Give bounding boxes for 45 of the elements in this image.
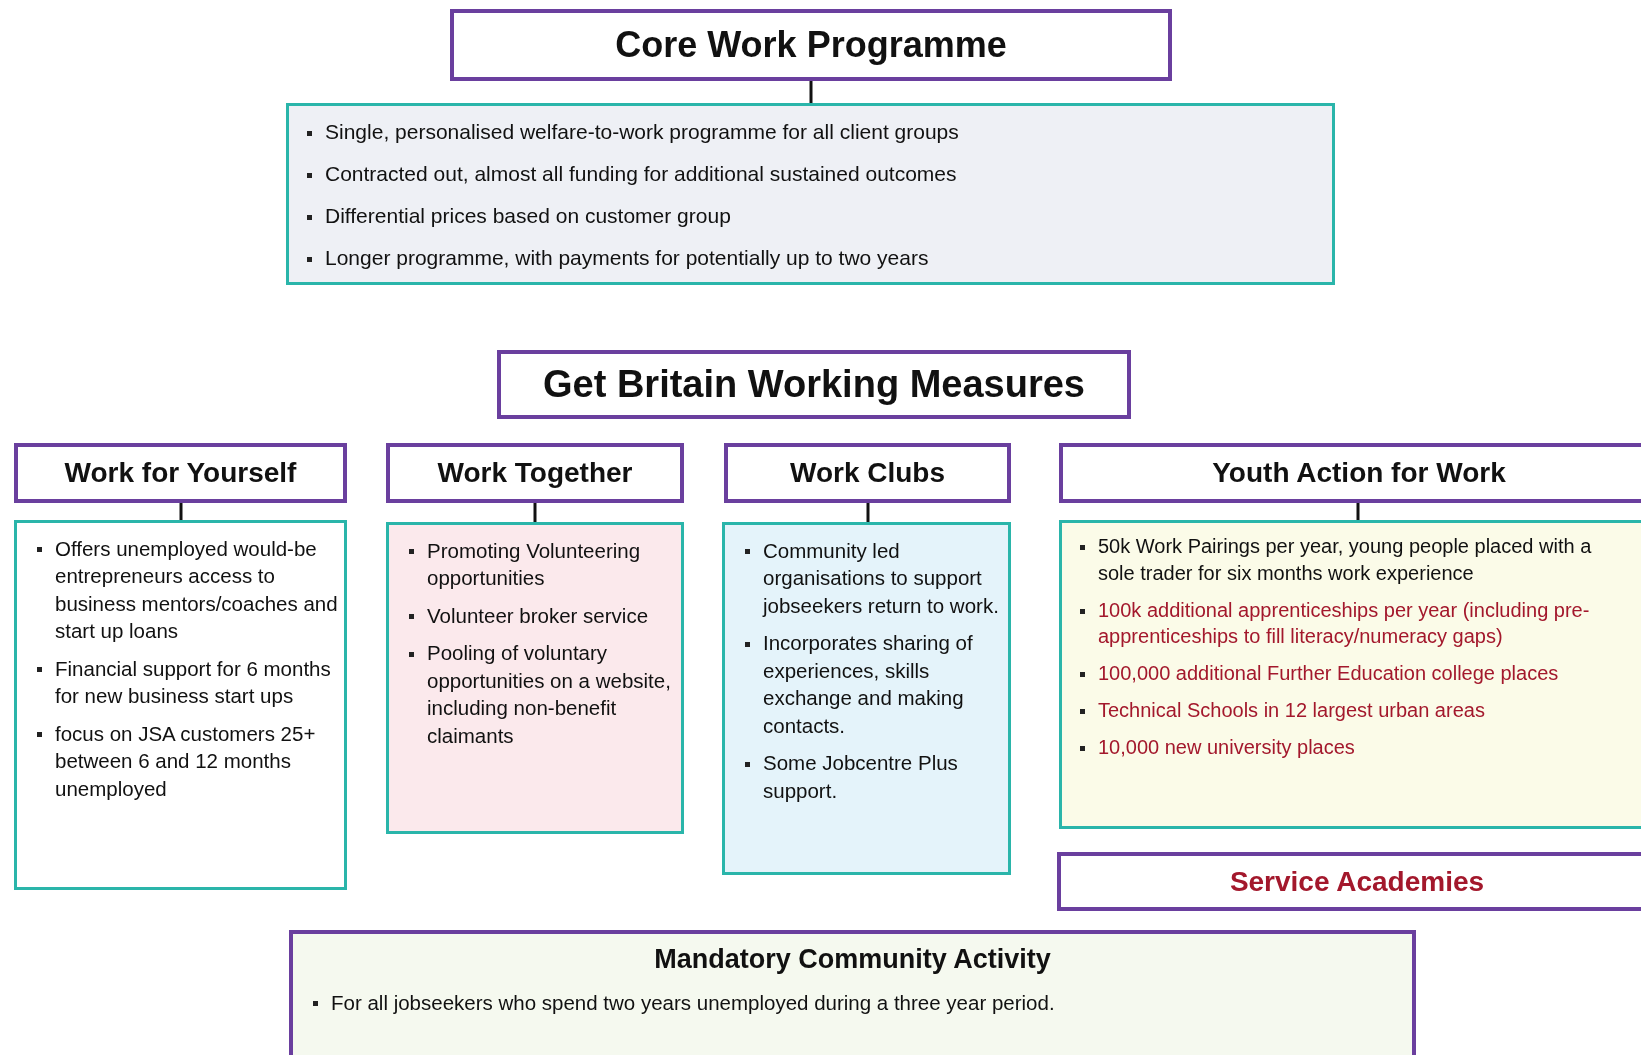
bullet-text: 100k additional apprenticeships per year (including pre-apprenticeships to fill literacy/numeracy gaps) [1076, 596, 1632, 651]
bullet-text: Volunteer broker service [405, 601, 675, 630]
bullet-text: 100,000 additional Further Education college places [1076, 660, 1632, 687]
bullet-text: Contracted out, almost all funding for additional sustained outcomes [303, 160, 1312, 189]
header-box [724, 443, 1011, 503]
header-box [14, 443, 347, 503]
bullet-text: For all jobseekers who spend two years unemployed during a three year period. [309, 989, 1396, 1017]
connector-line [179, 503, 183, 520]
bullet-panel [286, 103, 1335, 285]
bullet-text: Pooling of voluntary opportunities on a website, including non-benefit claimants [405, 639, 675, 750]
header-box [1057, 852, 1641, 911]
bullet-text: Differential prices based on customer group [303, 202, 1312, 231]
heading-text: Work Together [437, 457, 633, 489]
bullet-text: Offers unemployed would-be entrepreneurs access to business mentors/coaches and start up loans [33, 535, 338, 645]
bullet-text: Some Jobcentre Plus support. [741, 749, 1004, 805]
bullet-text: Financial support for 6 months for new business start ups [33, 654, 338, 710]
bullet-text: Community led organisations to support jobseekers return to work. [741, 537, 1004, 620]
bullet-text: Incorporates sharing of experiences, skills exchange and making contacts. [741, 629, 1004, 740]
bullet-text: 10,000 new university places [1076, 733, 1632, 761]
connector-line [866, 503, 870, 522]
heading-text: Work for Yourself [64, 457, 297, 489]
title-box [450, 9, 1172, 81]
heading-text: Service Academies [1228, 865, 1486, 898]
heading-text: Youth Action for Work [1212, 457, 1506, 489]
heading-text: Get Britain Working Measures [543, 363, 1085, 406]
bullet-panel [1059, 520, 1641, 829]
bullet-text: Promoting Volunteering opportunities [405, 537, 675, 592]
title-box [497, 350, 1131, 419]
bullet-panel [14, 520, 347, 890]
bullet-text: Technical Schools in 12 largest urban areas [1076, 697, 1632, 724]
bullet-text: 50k Work Pairings per year, young people placed with a sole trader for six months work experience [1076, 533, 1632, 587]
heading-text: Work Clubs [789, 457, 946, 489]
connector-line [809, 81, 813, 103]
bullet-text: Single, personalised welfare-to-work programme for all client groups [303, 118, 1312, 147]
bullet-text: focus on JSA customers 25+ between 6 and 12 months unemployed [33, 719, 338, 803]
connector-line [1356, 503, 1360, 520]
activity-panel [289, 930, 1416, 1055]
header-box [386, 443, 684, 503]
connector-line [533, 503, 537, 522]
bullet-text: Longer programme, with payments for potentially up to two years [303, 244, 1312, 273]
bullet-panel [386, 522, 684, 834]
bullet-panel [722, 522, 1011, 875]
heading-text: Core Work Programme [615, 24, 1007, 66]
heading-text: Mandatory Community Activity [653, 944, 1052, 975]
header-box [1059, 443, 1641, 503]
